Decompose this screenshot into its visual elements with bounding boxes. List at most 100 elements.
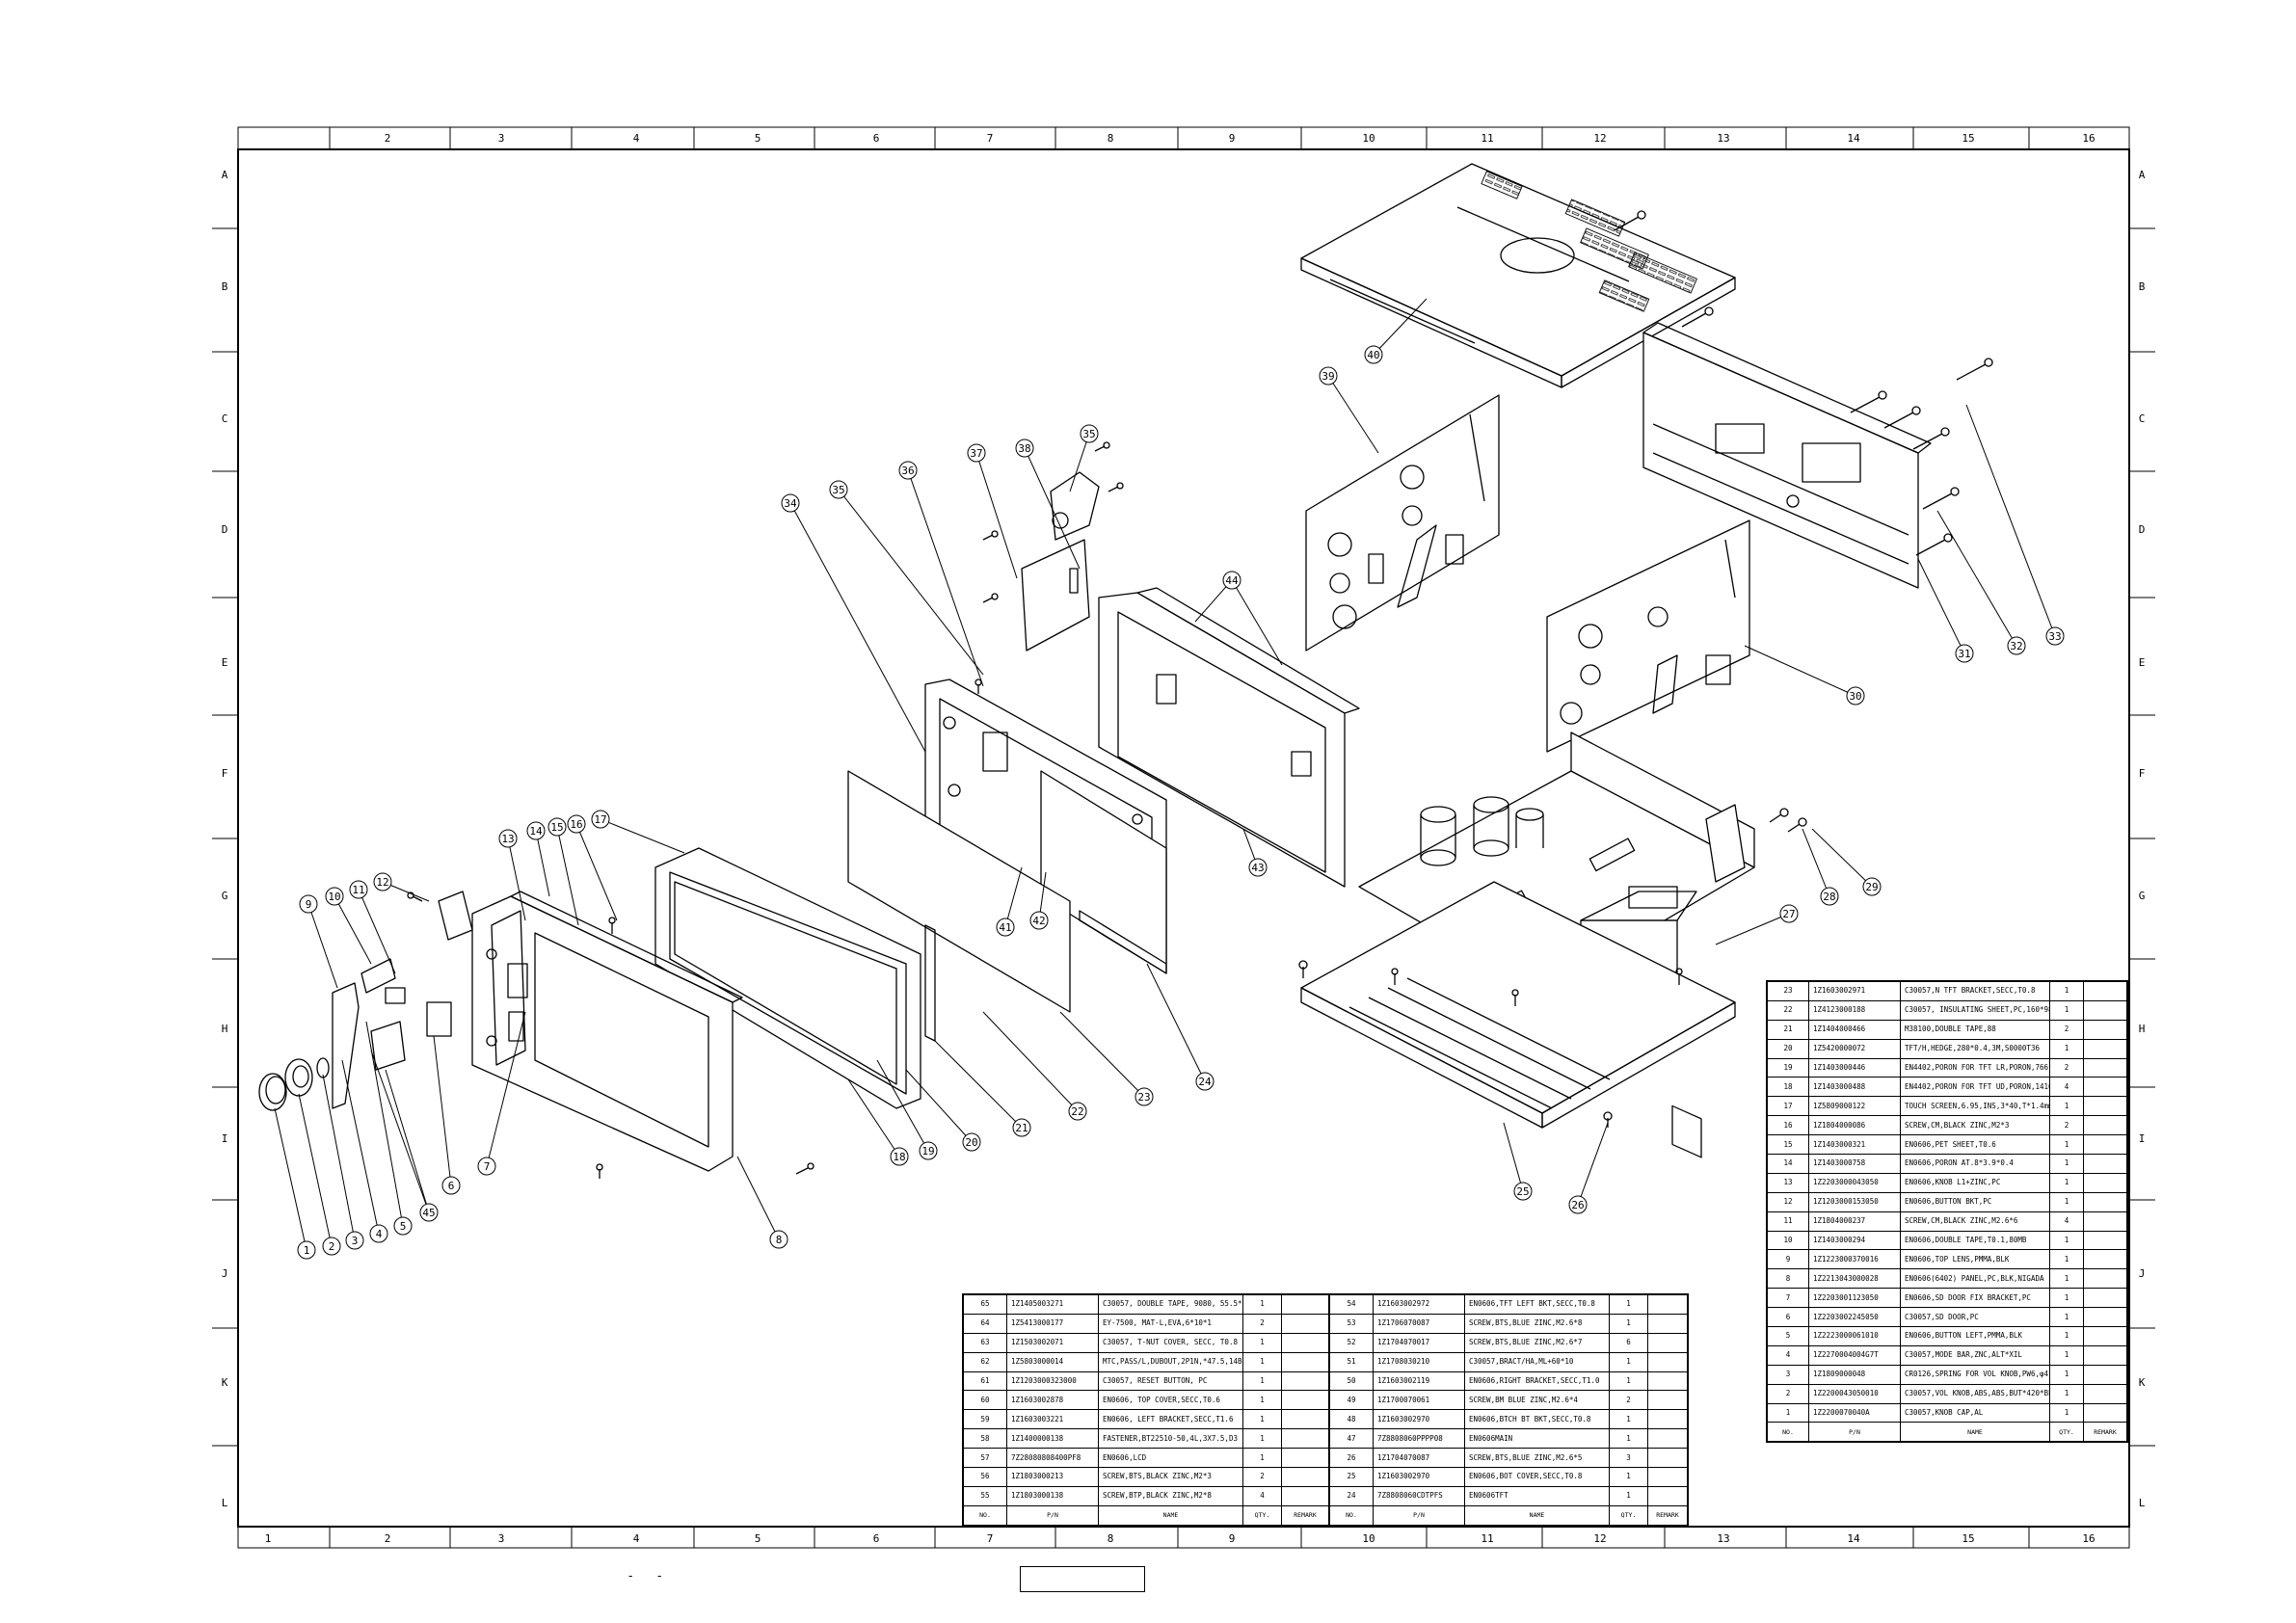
grid-row-label: K	[2139, 1376, 2146, 1389]
table-cell: SCREW,BTS,BLUE ZINC,M2.6*8	[1464, 1313, 1610, 1334]
table-cell: 23	[1767, 981, 1809, 1001]
callout: 32	[2007, 636, 2026, 655]
table-cell: 13	[1767, 1172, 1809, 1193]
svg-text:37: 37	[970, 447, 982, 460]
svg-text:27: 27	[1782, 908, 1795, 920]
table-cell: 63	[963, 1332, 1007, 1353]
revision-mark: -	[657, 1569, 662, 1583]
revision-mark: -	[628, 1569, 633, 1583]
grid-column-label: 2	[385, 132, 391, 145]
table-cell: TFT/H,HEDGE,280*0.4,3M,S0000T36	[1900, 1038, 2050, 1059]
table-cell: 1Z2203000043050	[1808, 1172, 1901, 1193]
table-cell: 6	[1767, 1307, 1809, 1328]
insulating-sheet-part-22	[847, 770, 1071, 1013]
table-cell: 2	[2049, 1115, 2084, 1136]
table-header-cell: NO.	[963, 1504, 1007, 1526]
table-cell: 6	[1609, 1332, 1648, 1353]
svg-text:36: 36	[901, 465, 914, 477]
table-cell	[2083, 1344, 2127, 1366]
table-header-cell: P/N	[1006, 1504, 1099, 1526]
table-cell: 1Z1203000153050	[1808, 1191, 1901, 1212]
table-cell: 50	[1329, 1370, 1374, 1392]
callout: 10	[325, 887, 344, 906]
table-cell	[1647, 1294, 1688, 1315]
grid-row-label: B	[222, 280, 228, 293]
table-cell	[1281, 1313, 1329, 1334]
table-cell	[1281, 1351, 1329, 1372]
table-cell: 1Z1603003221	[1006, 1409, 1099, 1430]
grid-column-label: 1	[265, 1532, 272, 1545]
table-cell: TOUCH SCREEN,6.95,INS,3*40,T*1.4mm,9L,IT	[1900, 1096, 2050, 1117]
table-cell: EN0606,PET SHEET,T0.6	[1900, 1134, 2050, 1156]
table-cell	[1281, 1485, 1329, 1506]
table-cell: 1	[2049, 1326, 2084, 1346]
svg-text:42: 42	[1032, 915, 1045, 927]
grid-column-label: 3	[498, 132, 505, 145]
callout: 18	[890, 1147, 909, 1166]
table-cell	[2083, 1307, 2127, 1328]
table-cell	[2083, 1230, 2127, 1251]
table-cell: 1Z1403000294	[1808, 1230, 1901, 1251]
table-cell	[1647, 1370, 1688, 1392]
table-cell: 7Z28080808400PF8	[1006, 1448, 1099, 1469]
grid-column-label: 13	[1717, 1532, 1729, 1545]
table-cell: 1Z5420000072	[1808, 1038, 1901, 1059]
table-cell: 61	[963, 1370, 1007, 1392]
table-cell	[2083, 1115, 2127, 1136]
table-cell	[2083, 1096, 2127, 1117]
table-cell: 1Z4123000188	[1808, 999, 1901, 1021]
table-cell: 4	[1767, 1344, 1809, 1366]
table-cell: 4	[2049, 1211, 2084, 1232]
svg-text:38: 38	[1018, 442, 1030, 455]
table-cell: 1Z2223000061010	[1808, 1326, 1901, 1346]
callout: 36	[898, 461, 918, 480]
callout: 40	[1364, 345, 1383, 364]
table-cell: C30057,SD DOOR,PC	[1900, 1307, 2050, 1328]
svg-text:17: 17	[594, 813, 606, 826]
table-cell	[2083, 1057, 2127, 1078]
table-cell: 1Z2203001123050	[1808, 1288, 1901, 1309]
table-cell: 59	[963, 1409, 1007, 1430]
table-cell: 1Z1603002970	[1373, 1467, 1465, 1487]
callout: 20	[962, 1132, 981, 1152]
callout: 17	[591, 810, 610, 829]
table-cell	[2083, 1383, 2127, 1404]
table-cell	[2083, 1249, 2127, 1270]
table-cell: 1	[1609, 1485, 1648, 1506]
grid-row-label: G	[2139, 890, 2146, 902]
table-cell: 52	[1329, 1332, 1374, 1353]
svg-text:43: 43	[1251, 862, 1264, 874]
svg-text:44: 44	[1225, 574, 1239, 587]
part-callouts: 1 2 3 4 5 6 7 8 9 10 11 12 13 14 15 16 1…	[297, 345, 2065, 1260]
svg-text:18: 18	[893, 1151, 905, 1163]
callout: 33	[2045, 626, 2065, 646]
callout: 29	[1862, 877, 1882, 896]
callout: 23	[1135, 1087, 1154, 1106]
table-cell	[1281, 1390, 1329, 1411]
table-cell: 1	[2049, 1288, 2084, 1309]
table-cell: 1	[2049, 1249, 2084, 1270]
table-cell: 1Z1403000488	[1808, 1077, 1901, 1098]
table-cell: C30057,N TFT BRACKET,SECC,T0.8	[1900, 981, 2050, 1001]
table-cell	[1647, 1313, 1688, 1334]
callout: 31	[1955, 644, 1974, 663]
table-cell: 1	[2049, 1307, 2084, 1328]
grid-row-label: D	[2139, 523, 2146, 536]
table-cell: 7Z8808060PPPP08	[1373, 1428, 1465, 1450]
grid-column-label: 16	[2082, 132, 2095, 145]
table-cell: 1Z1405003271	[1006, 1294, 1099, 1315]
table-cell: 14	[1767, 1154, 1809, 1174]
callout: 2	[322, 1237, 341, 1256]
grid-row-label: A	[222, 169, 228, 181]
table-cell: 1Z1809000048	[1808, 1364, 1901, 1385]
table-cell: 49	[1329, 1390, 1374, 1411]
